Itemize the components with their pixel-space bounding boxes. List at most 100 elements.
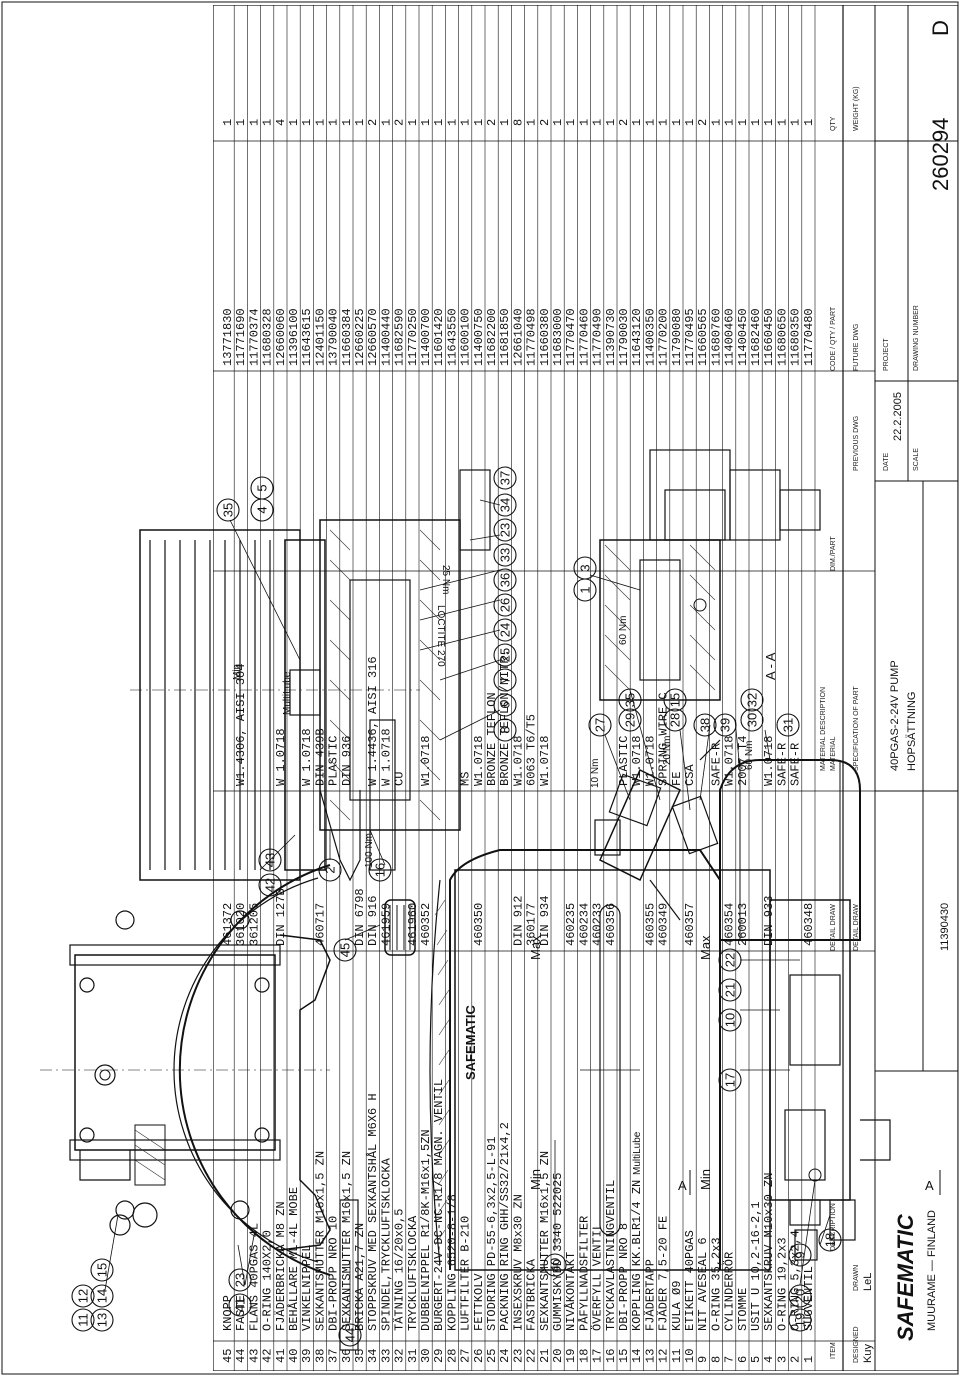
parts-description: SEXKANTSMUTTER M16x1,5 ZN <box>340 1151 354 1331</box>
parts-item-number: 45 <box>221 1349 235 1363</box>
callout-number: 23 <box>498 523 513 537</box>
callout-circle <box>493 718 517 742</box>
callout-circle <box>788 1284 812 1308</box>
callout-circle <box>493 568 517 592</box>
parts-item-number: 13 <box>643 1349 657 1363</box>
callout-circle <box>71 1284 95 1308</box>
parts-qty: 1 <box>419 119 433 126</box>
callout-number: 30 <box>745 713 760 727</box>
callout-number: 7 <box>498 676 513 683</box>
parts-qty: 1 <box>340 119 354 126</box>
parts-qty: 2 <box>538 119 552 126</box>
air-bell-assembly <box>594 739 861 941</box>
parts-material: BRONZE TEFLON/NITR. <box>498 649 512 786</box>
callout-number: 19 <box>793 1313 808 1327</box>
callout-number: 12 <box>76 1289 91 1303</box>
parts-code: 11660384 <box>340 308 354 366</box>
callout-circle <box>493 618 517 642</box>
parts-code: 11770495 <box>683 308 697 366</box>
parts-qty: 1 <box>723 119 737 126</box>
tb-drawing-no-left: 11390430 <box>939 903 951 951</box>
parts-material: W1.0718 <box>472 736 486 786</box>
callout-number: 26 <box>498 598 513 612</box>
cylinder-section: MultiLube Min <box>130 469 491 882</box>
parts-material: W 1.0718 <box>274 728 288 786</box>
callout-circle <box>776 713 800 737</box>
level-label-min: Min <box>528 1169 543 1190</box>
callout-circle <box>693 713 717 737</box>
parts-description: KNOPP <box>221 1295 235 1331</box>
parts-material: CU <box>393 772 407 786</box>
parts-description: NIVÅKONTAKT <box>563 1252 578 1331</box>
callout-number: 10 <box>723 1013 738 1027</box>
parts-qty: 1 <box>577 119 591 126</box>
callout-number: 24 <box>498 623 513 637</box>
parts-code: 12660060 <box>274 308 288 366</box>
parts-material: W1.0718 <box>538 736 552 786</box>
callout-number: 31 <box>781 718 796 732</box>
callout-circle <box>71 1308 95 1332</box>
parts-item-number: 43 <box>247 1349 261 1363</box>
callout-number: 16 <box>373 863 388 877</box>
callout-circle <box>740 708 764 732</box>
parts-material: PLASTIC <box>327 736 341 786</box>
tb-company-sub: MUURAME — FINLAND <box>926 1210 938 1331</box>
level-label-max: Max <box>528 935 543 960</box>
parts-qty: 1 <box>432 119 446 126</box>
parts-list-rows: 45KNOPP46137213771830144FASTE361020W1.43… <box>221 119 816 1363</box>
multilube-label: MultiLube <box>632 1131 643 1175</box>
callout-circle <box>333 938 357 962</box>
hdr-dim-part: DIM./PART <box>830 536 837 571</box>
callout-number: 18 <box>823 1233 838 1247</box>
parts-material: DIN 936 <box>340 736 354 786</box>
parts-list-table: 45KNOPP46137213771830144FASTE361020W1.43… <box>213 5 958 1371</box>
parts-code: 11396100 <box>287 308 301 366</box>
parts-detail-draw: 460234 <box>577 903 591 946</box>
parts-material: W1.0718 <box>723 736 737 786</box>
parts-item-number: 37 <box>327 1349 341 1363</box>
parts-detail-draw: 460348 <box>802 903 816 946</box>
parts-code: 11682460 <box>749 308 763 366</box>
callout-number: 11 <box>76 1313 91 1327</box>
callout-number: 21 <box>723 983 738 997</box>
parts-code: 11790030 <box>617 308 631 366</box>
callout-circle <box>493 668 517 692</box>
parts-qty: 2 <box>617 119 631 126</box>
parts-detail-draw: DIN 934 <box>538 896 552 946</box>
parts-material: W1.0718 <box>643 736 657 786</box>
parts-qty: 2 <box>696 119 710 126</box>
parts-material: W1.4306, AISI 304 <box>234 664 248 786</box>
parts-material: SAFE-R <box>789 743 803 786</box>
parts-description: O-RING 19,2x3 <box>775 1237 789 1331</box>
parts-qty: 1 <box>300 119 314 126</box>
parts-qty: 1 <box>630 119 644 126</box>
callout-number: 38 <box>698 718 713 732</box>
cyl-level-min: Min <box>232 664 243 680</box>
parts-item-number: 8 <box>709 1356 723 1363</box>
parts-code: 11681850 <box>498 308 512 366</box>
callout-number: 22 <box>723 953 738 967</box>
brand-logo-text: SAFEMATIC <box>463 1005 478 1080</box>
parts-description: GUMMISKYDD 3340 522025 <box>551 1173 565 1331</box>
parts-material: W1.0718 <box>762 736 776 786</box>
leader-lines <box>104 499 831 1320</box>
parts-description: TÄTNING 16/20x0,5 <box>393 1209 407 1331</box>
parts-qty: 1 <box>472 119 486 126</box>
tb-title2: HOPSÄTTNING <box>906 692 918 771</box>
parts-item-number: 35 <box>353 1349 367 1363</box>
tb-future-dwg: FUTURE DWG <box>853 324 860 371</box>
parts-qty: 1 <box>353 119 367 126</box>
callout-number: 6 <box>498 701 513 708</box>
parts-qty: 1 <box>221 119 235 126</box>
tb-checked: Kuy <box>862 1344 874 1363</box>
callout-number: 23 <box>233 1273 248 1287</box>
callout-circle <box>90 1284 114 1308</box>
parts-item-number: 34 <box>366 1349 380 1363</box>
parts-description: FJÄDER 7,5-20 FE <box>657 1216 671 1331</box>
parts-qty: 1 <box>736 119 750 126</box>
parts-item-number: 1 <box>802 1356 816 1363</box>
parts-code: 11680760 <box>709 308 723 366</box>
tb-date-label: DATE <box>883 453 890 471</box>
callout-circle <box>588 713 612 737</box>
parts-detail-draw: 460357 <box>683 903 697 946</box>
